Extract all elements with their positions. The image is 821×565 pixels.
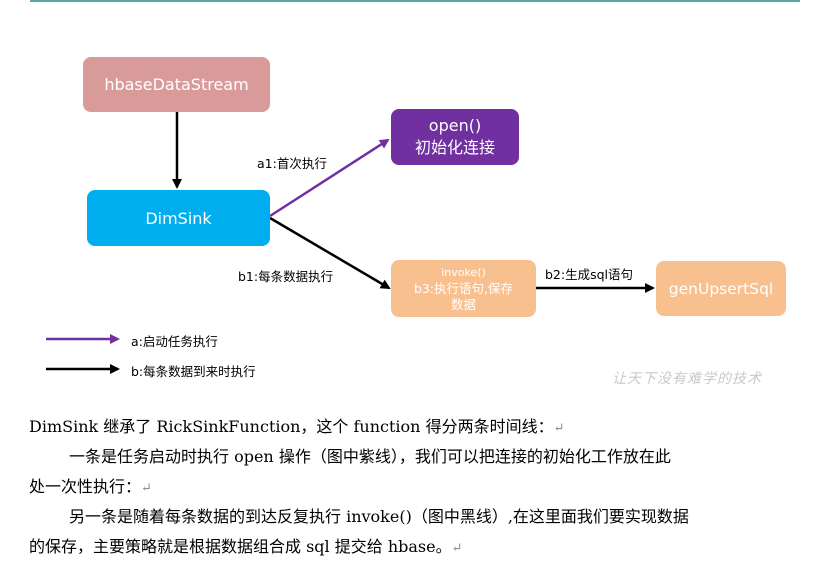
paragraph-1: DimSink 继承了 RickSinkFunction，这个 function…: [29, 412, 814, 444]
edge-label-a1: a1:首次执行: [257, 156, 327, 171]
top-divider: [30, 0, 800, 2]
paragraph-3-line-2: 的保存，主要策略就是根据数据组合成 sql 提交给 hbase。↵: [29, 532, 814, 564]
node-gen-upsert-sql: genUpsertSql: [656, 261, 786, 316]
legend-label-a: a:启动任务执行: [131, 334, 218, 349]
return-mark: ↵: [141, 481, 152, 496]
paragraph-1-text: DimSink 继承了 RickSinkFunction，这个 function…: [29, 417, 554, 436]
edges-layer: [46, 112, 655, 374]
return-mark: ↵: [451, 541, 463, 556]
paragraph-3-text-1: 另一条是随着每条数据的到达反复执行 invoke()（图中黑线）,在这里面我们要…: [69, 507, 689, 526]
paragraph-2-text-1: 一条是任务启动时执行 open 操作（图中紫线），我们可以把连接的初始化工作放在…: [69, 447, 671, 466]
paragraph-3-line-1: 另一条是随着每条数据的到达反复执行 invoke()（图中黑线）,在这里面我们要…: [29, 502, 821, 532]
watermark: 让天下没有难学的技术: [612, 371, 762, 387]
node-hbase-label: hbaseDataStream: [104, 75, 249, 94]
paragraph-2-line-2: 处一次性执行：↵: [29, 472, 814, 504]
node-open-label-1: open(): [428, 116, 482, 135]
edge-label-b1: b1:每条数据执行: [238, 269, 334, 284]
node-gen-label: genUpsertSql: [668, 279, 774, 298]
node-invoke-label-2: b3:执行语句,保存: [413, 280, 514, 296]
node-open: open() 初始化连接: [391, 109, 519, 165]
node-open-label-2: 初始化连接: [414, 138, 495, 157]
paragraph-2-line-1: 一条是任务启动时执行 open 操作（图中紫线），我们可以把连接的初始化工作放在…: [29, 442, 821, 472]
paragraph-3-text-2: 的保存，主要策略就是根据数据组合成 sql 提交给 hbase。: [29, 537, 452, 556]
node-dimsink-label: DimSink: [145, 208, 212, 228]
node-hbase-data-stream: hbaseDataStream: [83, 57, 270, 112]
node-dimsink: DimSink: [87, 190, 270, 246]
edge-label-b2: b2:生成sql语句: [545, 267, 634, 282]
legend-label-b: b:每条数据到来时执行: [131, 364, 256, 379]
node-invoke-label-1: invoke(): [441, 265, 486, 279]
edge-dimsink-to-invoke: [269, 216, 391, 290]
node-invoke-label-3: 数据: [450, 296, 476, 312]
return-mark: ↵: [553, 421, 565, 436]
edge-dimsink-to-open: [269, 138, 390, 218]
node-invoke: invoke() b3:执行语句,保存 数据: [391, 260, 536, 317]
paragraph-2-text-2: 处一次性执行：: [29, 477, 142, 496]
